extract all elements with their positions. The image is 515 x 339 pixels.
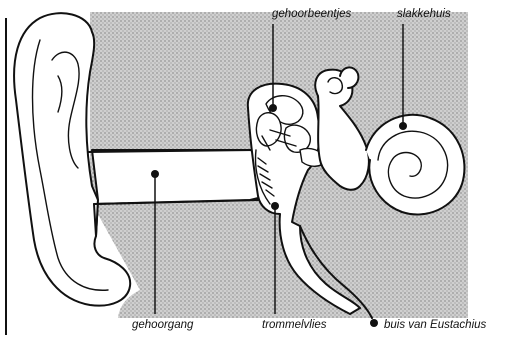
label-trommelvlies: trommelvlies bbox=[262, 319, 327, 331]
label-buis-van-eustachius: buis van Eustachius bbox=[384, 319, 487, 331]
label-gehoorgang: gehoorgang bbox=[132, 319, 194, 331]
label-slakkehuis: slakkehuis bbox=[397, 8, 451, 20]
label-gehoorbeentjes: gehoorbeentjes bbox=[272, 8, 352, 20]
